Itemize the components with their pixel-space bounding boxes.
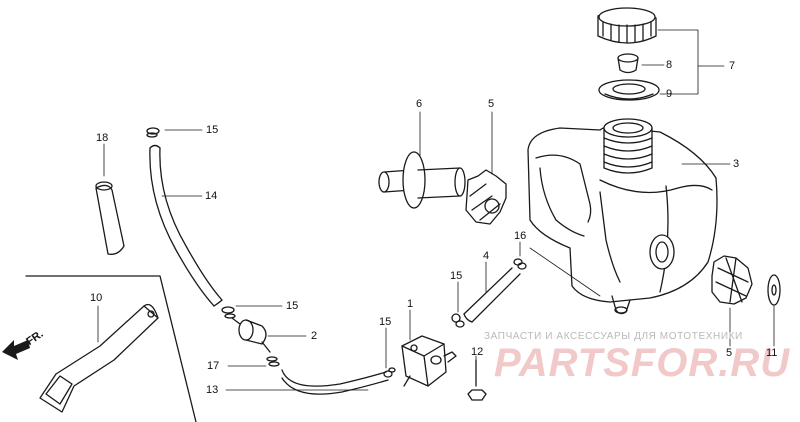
callout-9: 9 bbox=[666, 88, 673, 100]
callout-7: 7 bbox=[729, 60, 736, 72]
front-arrow bbox=[2, 340, 30, 360]
toolkit-frame bbox=[25, 275, 197, 422]
fuel-cap bbox=[597, 7, 657, 44]
watermark-tagline: ЗАПЧАСТИ И АКСЕССУАРЫ ДЛЯ МОТОТЕХНИКИ bbox=[484, 331, 743, 342]
callout-8: 8 bbox=[666, 59, 673, 71]
mount-rubber-left bbox=[465, 169, 507, 225]
callout-10: 10 bbox=[90, 292, 103, 304]
callout-18: 18 bbox=[96, 132, 109, 144]
callout-15: 15 bbox=[286, 300, 299, 312]
callout-16: 16 bbox=[514, 230, 527, 242]
callout-14: 14 bbox=[205, 190, 218, 202]
callout-3: 3 bbox=[733, 158, 740, 170]
washer bbox=[767, 274, 781, 306]
watermark-logo: PARTSFOR.RU bbox=[494, 341, 791, 385]
short-tube bbox=[95, 181, 125, 255]
hose-clip bbox=[383, 367, 396, 378]
leader-lines bbox=[97, 29, 775, 391]
callout-15: 15 bbox=[379, 316, 392, 328]
hose-clip bbox=[221, 306, 236, 319]
fuel-tank bbox=[527, 118, 718, 315]
cap-gasket bbox=[598, 79, 660, 101]
callout-4: 4 bbox=[483, 250, 490, 262]
mount-rubber-right bbox=[711, 255, 753, 305]
callout-17: 17 bbox=[207, 360, 220, 372]
valve-tube bbox=[463, 267, 521, 323]
hose-clip bbox=[513, 258, 527, 270]
fuel-tube bbox=[149, 144, 223, 307]
plug-wrench bbox=[39, 303, 159, 413]
callout-1: 1 bbox=[407, 298, 414, 310]
callout-12: 12 bbox=[471, 346, 484, 358]
fuel-filter bbox=[231, 317, 271, 353]
callout-2: 2 bbox=[311, 330, 318, 342]
fuel-valve bbox=[401, 335, 457, 387]
hose-clip bbox=[451, 313, 465, 328]
callout-5: 5 bbox=[726, 347, 733, 359]
callout-11: 11 bbox=[766, 347, 778, 359]
hose-clip bbox=[266, 356, 280, 367]
mount-bushing bbox=[378, 151, 466, 209]
hose-clip bbox=[146, 127, 160, 138]
callout-5: 5 bbox=[488, 98, 495, 110]
bolt bbox=[467, 359, 487, 401]
callout-6: 6 bbox=[416, 98, 423, 110]
fuel-strainer bbox=[617, 53, 639, 74]
fuel-tube-lower bbox=[281, 369, 389, 395]
callout-15: 15 bbox=[206, 124, 219, 136]
callout-13: 13 bbox=[206, 384, 219, 396]
callout-15: 15 bbox=[450, 270, 463, 282]
